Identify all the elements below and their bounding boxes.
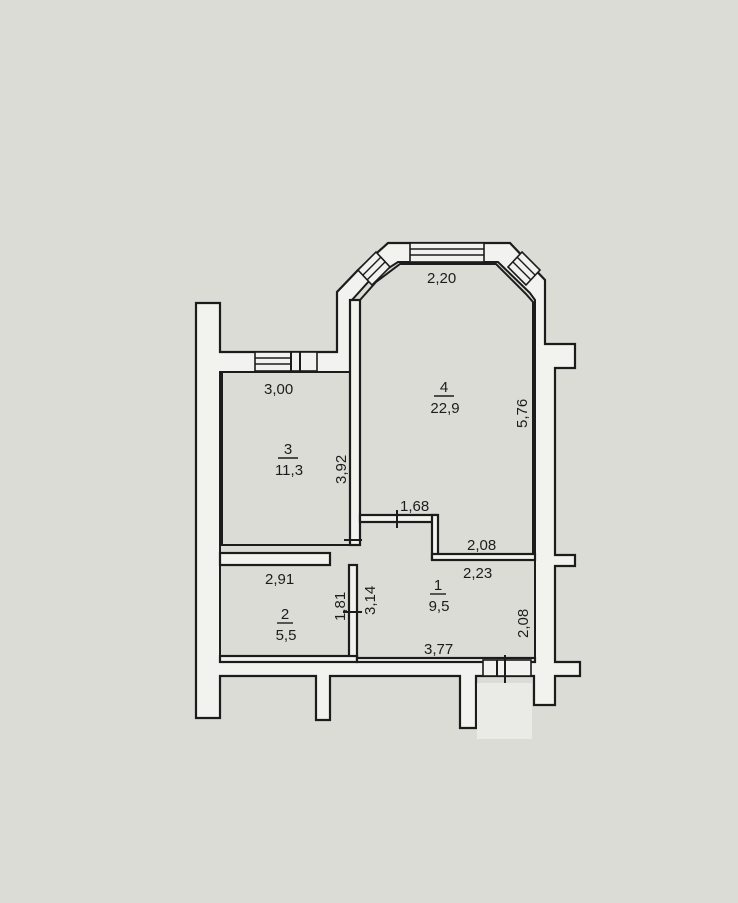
partition-room1-room4 [430,513,440,561]
dim-corridor-top: 1,68 [400,498,429,515]
room-3-area: 11,3 [275,462,303,479]
dim-room2-height: 1,81 [332,592,349,621]
dim-room1-bottom: 3,77 [424,641,453,658]
room-4-number: 4 [440,379,448,396]
partition-room1-room4-b [430,552,537,562]
window-top [409,242,485,263]
dim-room4-height: 5,76 [514,399,531,428]
window-top-left [356,250,392,287]
wall-bottom-inner [218,654,359,664]
room-1-area: 9,5 [429,598,450,615]
room-3-label: 3 11,3 [275,441,303,479]
window-room3 [254,351,318,372]
dim-room3-width: 3,00 [264,381,293,398]
redacted-area [477,683,532,739]
entrance-door [482,655,532,684]
dim-room1-width-top: 2,23 [463,565,492,582]
room-2-area: 5,5 [276,627,297,644]
window-top-right [506,250,542,287]
dim-room1-top-right: 2,08 [467,537,496,554]
partition-corridor-top [358,513,439,524]
room-4-area: 22,9 [430,400,459,417]
dim-room1-height-right: 2,08 [515,609,532,638]
dim-room1-height-left: 3,14 [362,586,379,615]
wall-bottom-room1 [355,656,537,664]
dim-room2-width: 2,91 [265,571,294,588]
room-2-label: 2 5,5 [276,606,297,644]
room-2-number: 2 [281,606,289,623]
room-1-label: 1 9,5 [429,577,450,615]
room-1-number: 1 [434,577,442,594]
partition-room3-room2 [218,551,332,567]
partition-room3-room4 [348,298,362,547]
room-3-number: 3 [284,441,292,458]
room-4-label: 4 22,9 [430,379,459,417]
dim-room3-height: 3,92 [333,455,350,484]
dim-room4-top: 2,20 [427,270,456,287]
